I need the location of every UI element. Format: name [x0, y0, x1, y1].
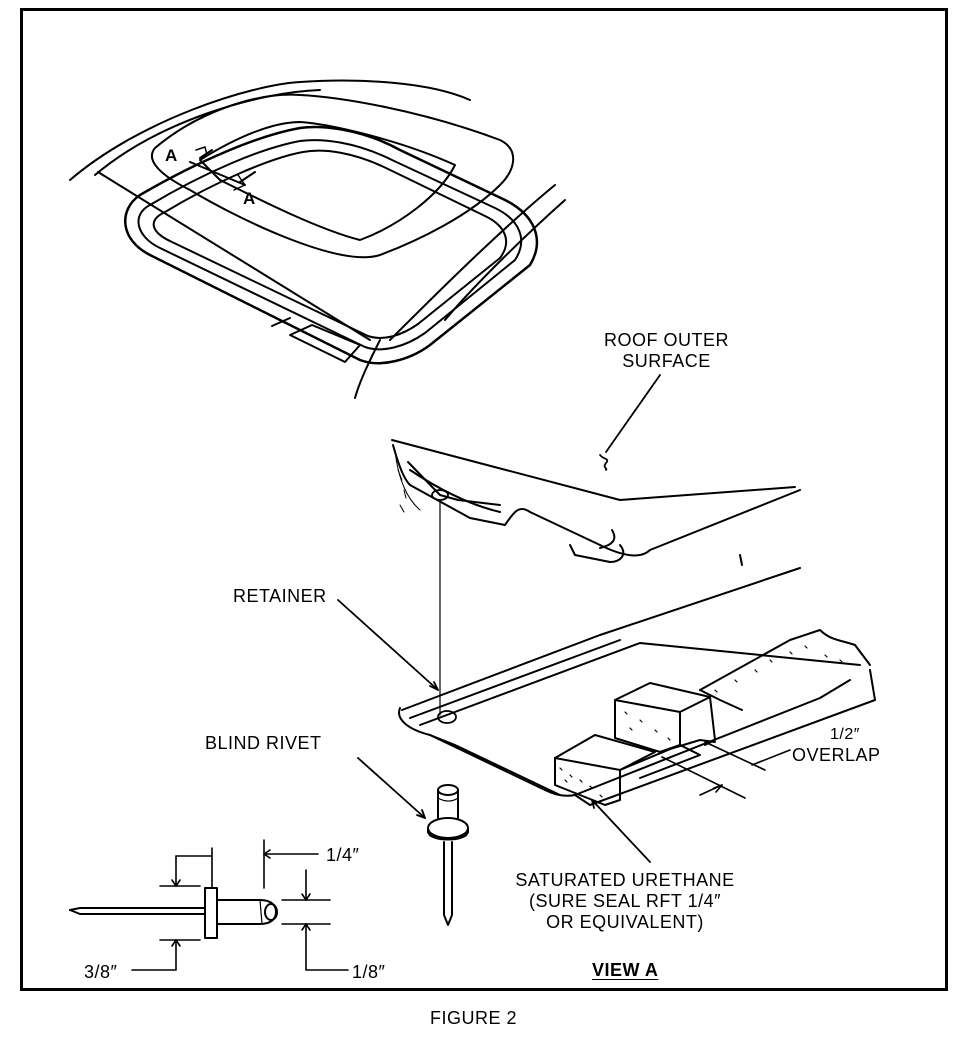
overlap-label: 1/2″ OVERLAP: [792, 724, 881, 766]
rivet-dimension-lines: [131, 839, 349, 971]
roof-panel-section: [391, 439, 801, 563]
urethane-label: SATURATED URETHANE (SURE SEAL RFT 1/4″ O…: [495, 870, 755, 933]
section-mark-a-right: A: [243, 189, 256, 208]
urethane-line1: SATURATED URETHANE: [515, 870, 735, 890]
urethane-blocks: [554, 645, 843, 806]
view-a-title: VIEW A: [592, 960, 659, 980]
roof-outer-surface-line1: ROOF OUTER: [604, 330, 729, 350]
roof-outer-surface-line2: SURFACE: [622, 351, 711, 371]
overlap-dimension: [661, 741, 791, 799]
overlap-size: 1/2″: [830, 726, 860, 743]
retainer-leader: [337, 599, 439, 691]
blind-rivet-label: BLIND RIVET: [205, 733, 322, 753]
section-mark-a-left: A: [165, 146, 178, 165]
rivet-dim-right: 1/8″: [352, 962, 386, 982]
retainer-label: RETAINER: [233, 586, 327, 606]
roof-surface-leader: [605, 374, 661, 453]
rivet-dim-top: 1/4″: [326, 845, 360, 865]
roof-outer-surface-label: ROOF OUTER SURFACE: [594, 330, 739, 372]
urethane-line2: (SURE SEAL RFT 1/4″: [529, 891, 721, 911]
roof-illustration: [69, 79, 566, 399]
retainer-section: [398, 554, 876, 806]
urethane-leader: [591, 799, 651, 863]
figure-frame: [20, 8, 948, 991]
overlap-word: OVERLAP: [792, 745, 881, 765]
rivet-leader: [357, 757, 426, 819]
urethane-line3: OR EQUIVALENT): [546, 912, 704, 932]
rivet-detail: [69, 887, 278, 939]
rivet-dim-left: 3/8″: [84, 962, 118, 982]
figure-caption: FIGURE 2: [430, 1008, 518, 1028]
rivet-view: [427, 784, 469, 926]
